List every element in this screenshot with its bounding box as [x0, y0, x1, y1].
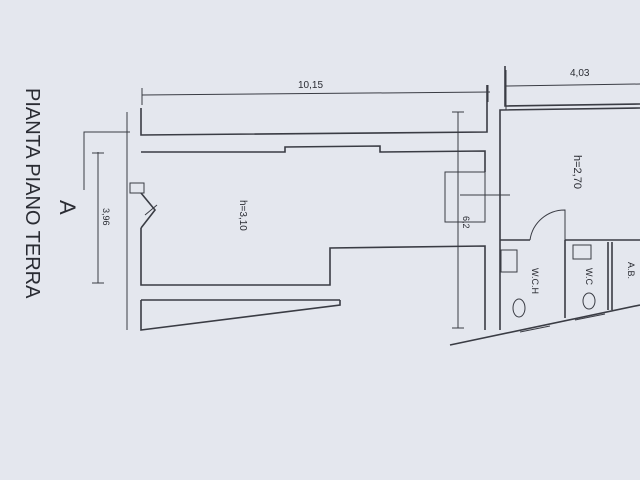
toilet-icon — [512, 298, 526, 318]
window-icon — [140, 192, 157, 229]
main-room-height: h=3,10 — [237, 200, 248, 231]
plan-title: PIANTA PIANO TERRA — [21, 88, 43, 299]
toilet-icon-2 — [582, 292, 596, 310]
dimension-right: 4,03 — [504, 68, 640, 110]
svg-text:6,2: 6,2 — [461, 216, 471, 229]
svg-text:10,15: 10,15 — [298, 80, 323, 91]
dimension-width: 3,96 — [92, 152, 111, 284]
svg-text:3,96: 3,96 — [101, 208, 111, 226]
section-line — [83, 131, 130, 190]
room-wc: W.C — [584, 268, 594, 285]
dimension-cross: 6,2 — [452, 111, 471, 329]
sink-icon — [500, 249, 518, 273]
door — [529, 209, 566, 241]
section-marker: A — [55, 200, 80, 215]
right-room-height: h=2,70 — [571, 155, 583, 189]
svg-text:4,03: 4,03 — [570, 68, 590, 79]
room-wch: W.C.H — [530, 268, 540, 294]
sink-icon-2 — [572, 244, 592, 260]
dimension-length: 10,15 — [141, 80, 491, 105]
room-ab: A.B. — [626, 262, 636, 279]
